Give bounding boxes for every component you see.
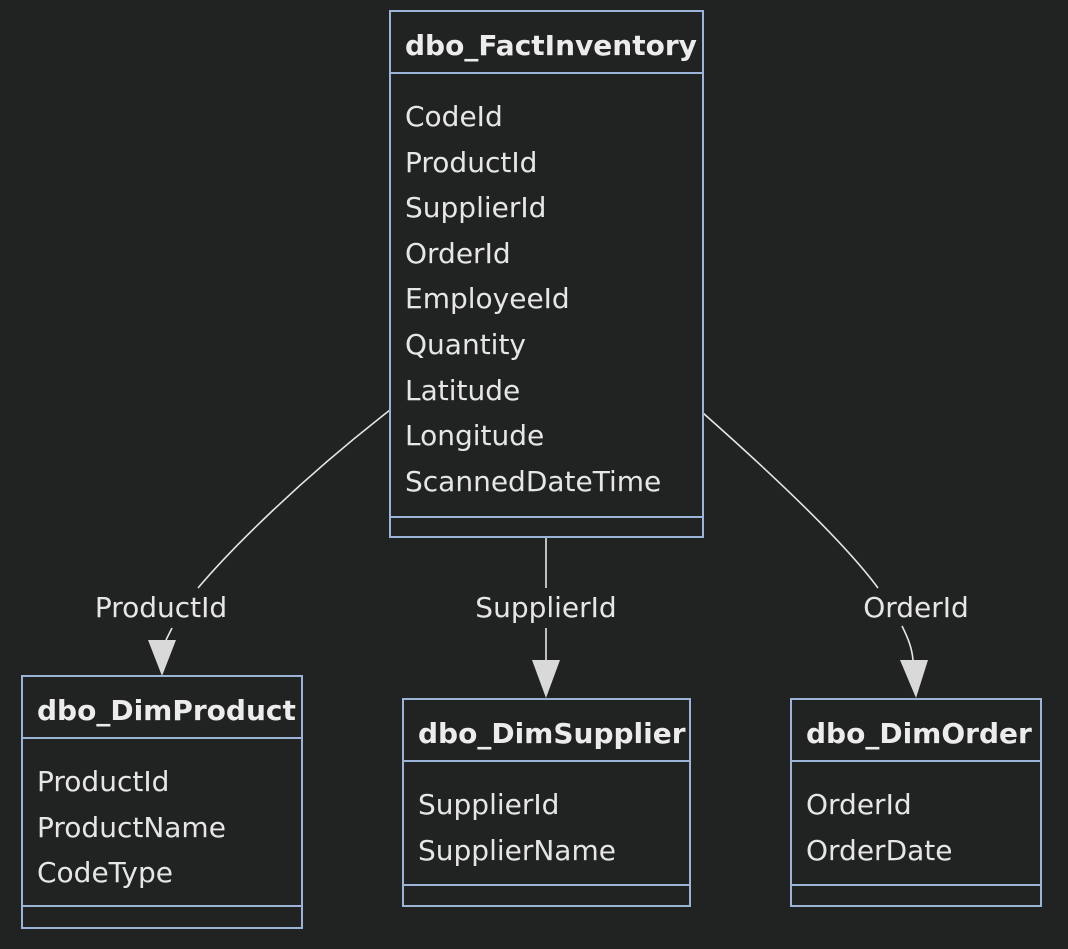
edge-label-productid: ProductId	[94, 591, 228, 625]
attribute: SupplierId	[405, 191, 547, 225]
entity-dim-order[interactable]: dbo_DimOrder OrderId OrderDate	[790, 698, 1042, 907]
entity-title: dbo_DimOrder	[792, 700, 1040, 762]
arrowhead-supplier	[532, 660, 560, 698]
attribute-list: OrderId OrderDate	[792, 762, 1040, 886]
attribute-list: CodeId ProductId SupplierId OrderId Empl…	[391, 74, 702, 518]
entity-dim-product[interactable]: dbo_DimProduct ProductId ProductName Cod…	[21, 675, 303, 929]
method-section	[391, 518, 702, 538]
attribute: ProductName	[37, 810, 226, 844]
attribute: ProductId	[405, 145, 538, 179]
attribute: SupplierName	[418, 833, 616, 867]
entity-title: dbo_FactInventory	[391, 12, 702, 74]
attribute: Longitude	[405, 419, 545, 453]
edge-fact-to-product-tail	[165, 627, 173, 641]
attribute: CodeType	[37, 856, 173, 890]
attribute: EmployeeId	[405, 282, 570, 316]
method-section	[404, 886, 689, 906]
attribute-list: SupplierId SupplierName	[404, 762, 689, 886]
edge-fact-to-product	[197, 409, 391, 589]
attribute: ProductId	[37, 765, 170, 798]
attribute-list: ProductId ProductName CodeType	[23, 739, 301, 907]
entity-fact-inventory[interactable]: dbo_FactInventory CodeId ProductId Suppl…	[389, 10, 704, 538]
arrowhead-product	[148, 640, 176, 676]
attribute: OrderId	[806, 788, 912, 821]
entity-dim-supplier[interactable]: dbo_DimSupplier SupplierId SupplierName	[402, 698, 691, 907]
method-section	[792, 886, 1040, 906]
attribute: Quantity	[405, 327, 526, 361]
attribute: CodeId	[405, 100, 503, 133]
edge-fact-to-order	[702, 412, 879, 589]
entity-title: dbo_DimProduct	[23, 677, 301, 739]
edge-label-supplierid: SupplierId	[475, 591, 617, 625]
attribute: SupplierId	[418, 788, 560, 821]
attribute: ScannedDateTime	[405, 464, 662, 498]
entity-title: dbo_DimSupplier	[404, 700, 689, 762]
edge-fact-to-order-tail	[901, 625, 914, 661]
arrowhead-order	[900, 660, 928, 698]
attribute: OrderId	[405, 236, 511, 270]
edge-label-orderid: OrderId	[863, 591, 969, 625]
attribute: Latitude	[405, 373, 521, 407]
method-section	[23, 907, 301, 927]
attribute: OrderDate	[806, 833, 953, 867]
